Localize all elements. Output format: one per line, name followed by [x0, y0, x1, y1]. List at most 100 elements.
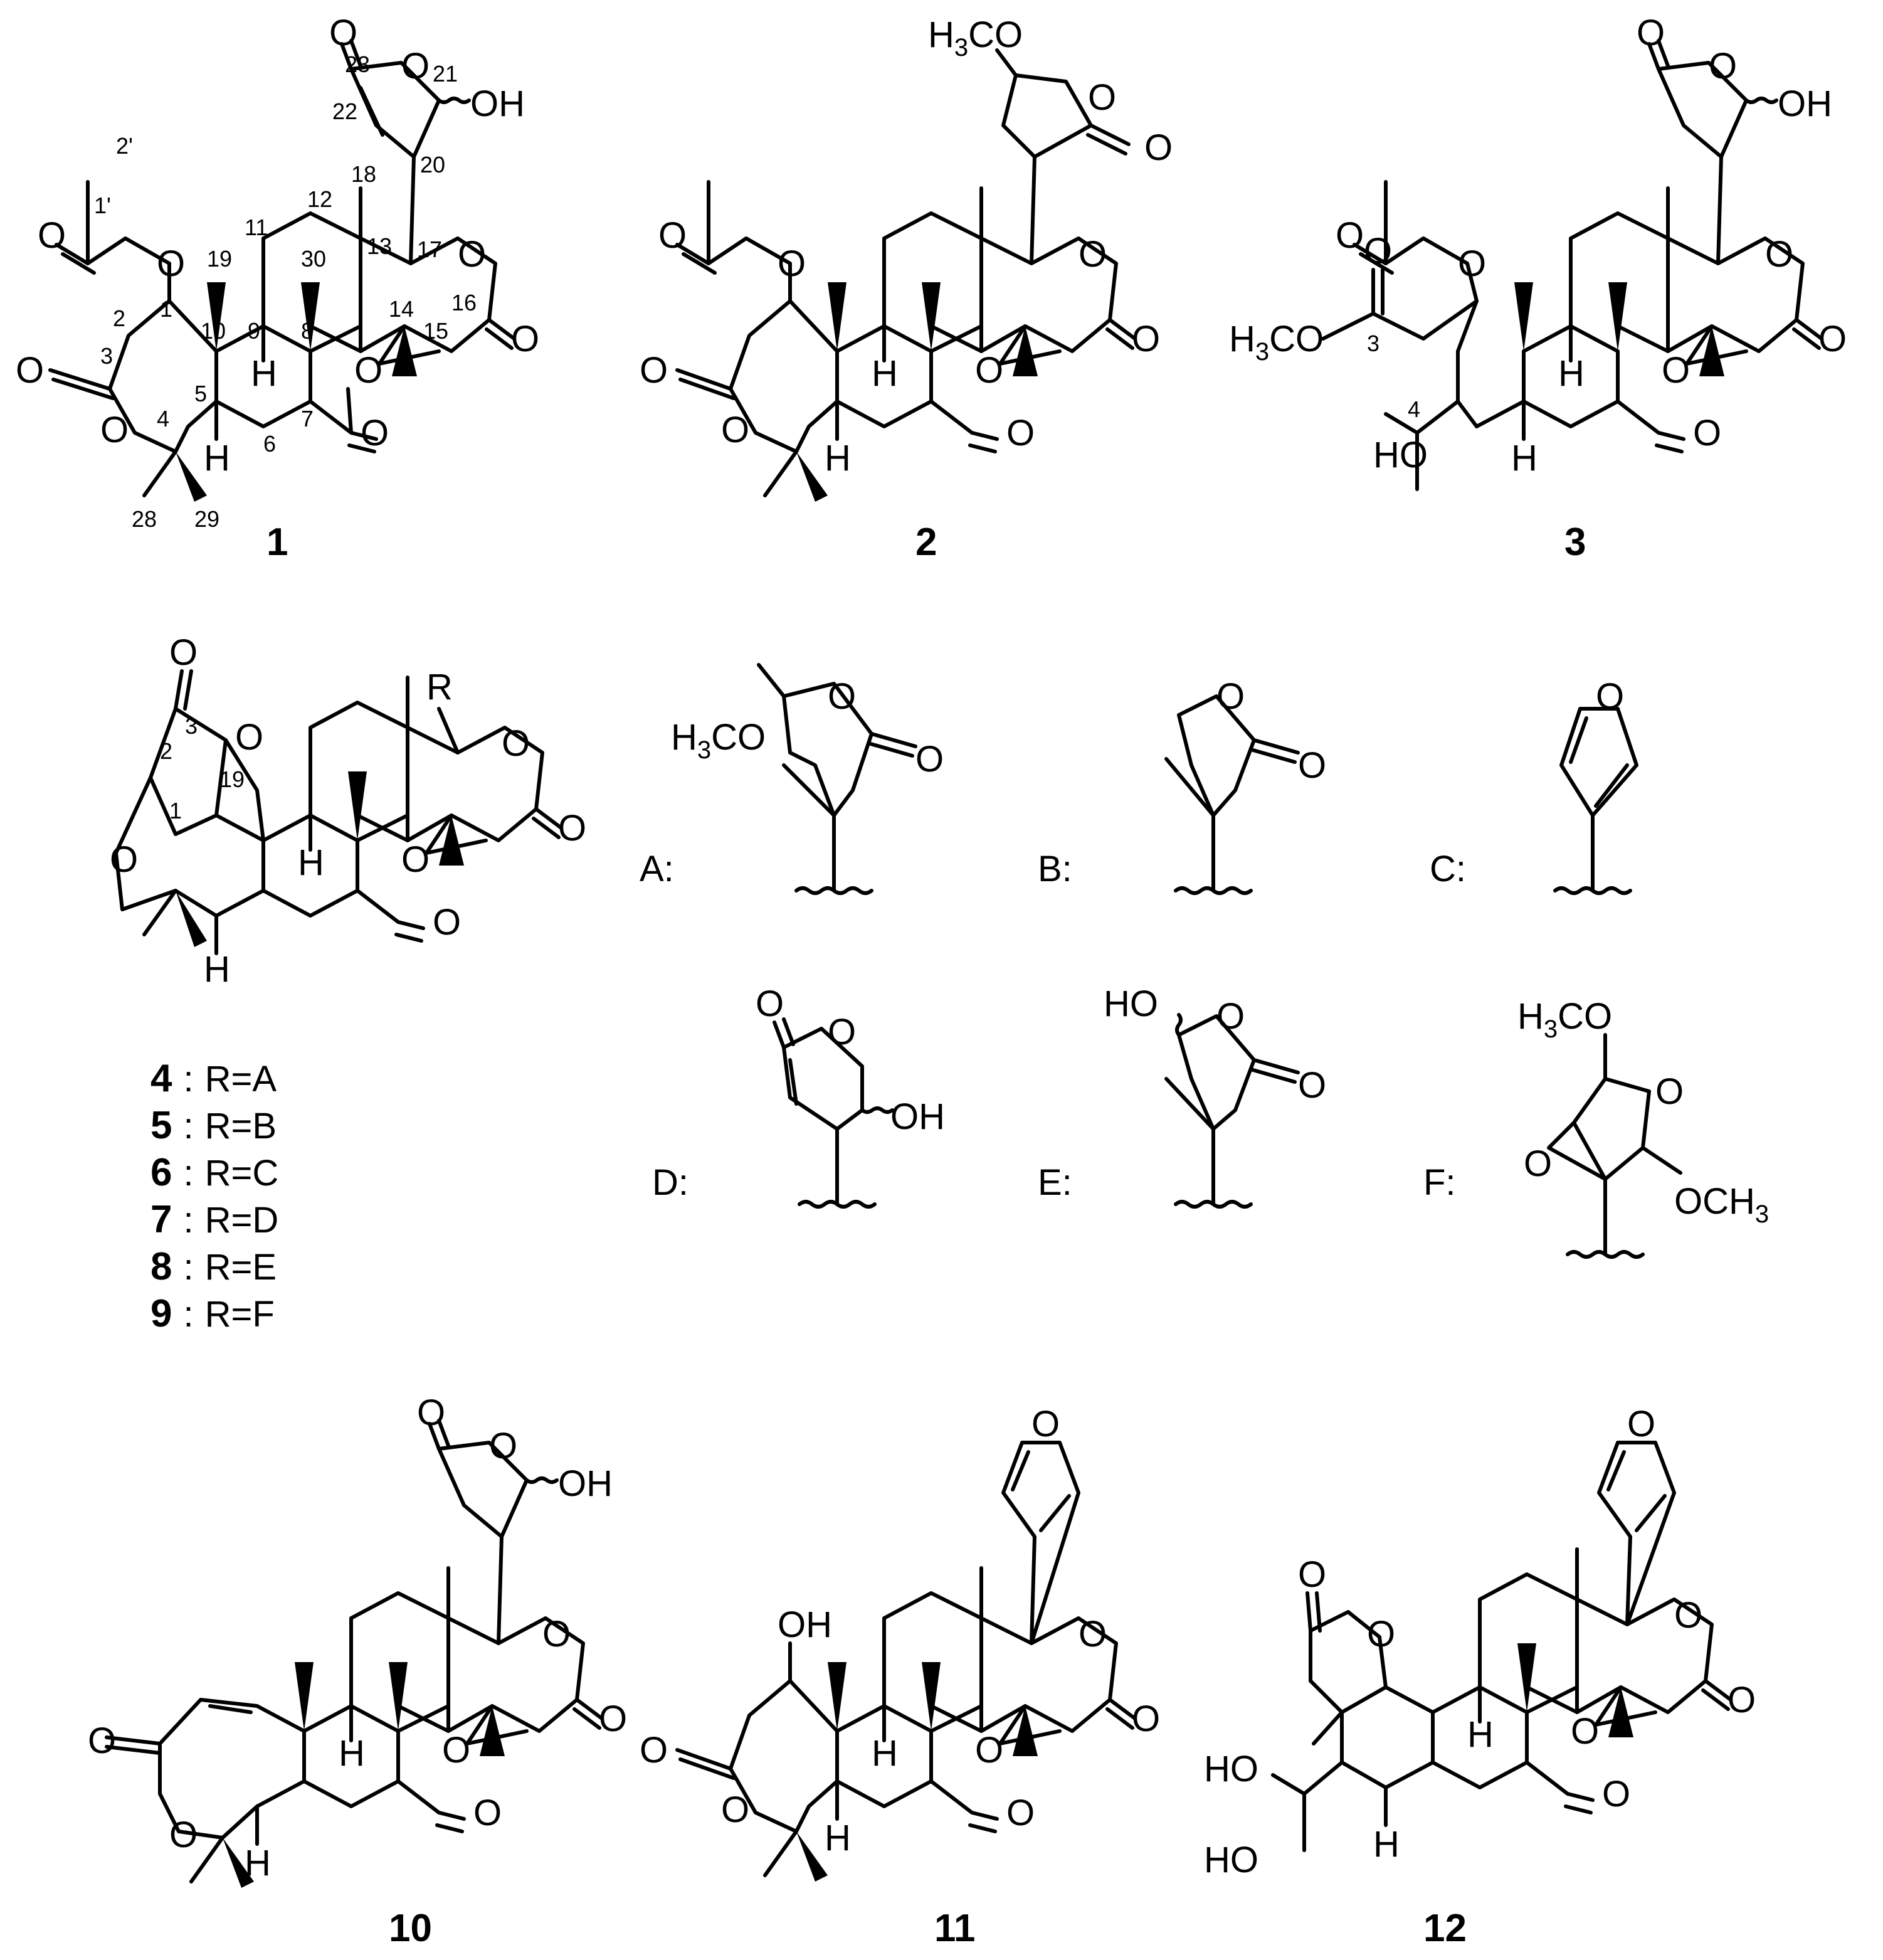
- c1-num-4: 4: [157, 406, 169, 432]
- c4-h-9: H: [298, 842, 324, 883]
- c2-o-ring: O: [1088, 77, 1116, 118]
- sub-f-o-epoxide: O: [1524, 1143, 1552, 1184]
- sub-f-o-ring: O: [1655, 1071, 1684, 1112]
- compound-11-label: 11: [934, 1907, 976, 1950]
- c11-o-3-carbonyl: O: [640, 1730, 668, 1771]
- c11-o-furan: O: [1031, 1404, 1060, 1444]
- c12-o-3-carbonyl: O: [1298, 1554, 1326, 1595]
- c12-o-ketone: O: [1602, 1774, 1630, 1814]
- c1-h-5: H: [204, 438, 230, 479]
- c1-o-epoxide: O: [354, 350, 382, 391]
- c2-o-ketone: O: [1006, 413, 1035, 453]
- c1-num-29: 29: [194, 506, 219, 532]
- series-row-8: 8:R=E: [150, 1245, 277, 1288]
- c2-h-5: H: [825, 438, 851, 479]
- substituent-e-structure: [1164, 1013, 1300, 1209]
- substituent-d-structure: [773, 1017, 894, 1209]
- c1-num-16: 16: [451, 290, 477, 315]
- sub-f-och3: OCH3: [1674, 1181, 1769, 1228]
- c3-o-acetyl: O: [1336, 215, 1364, 256]
- c3-ho-4: HO: [1373, 435, 1428, 475]
- c10-o-a-ring: O: [169, 1814, 198, 1855]
- c3-o-ester: O: [1458, 243, 1486, 284]
- c1-num-19: 19: [207, 246, 232, 272]
- c3-num-4: 4: [1408, 396, 1420, 422]
- sub-d-oh: OH: [890, 1096, 945, 1137]
- c1-o-16-carbonyl: O: [511, 319, 539, 359]
- c2-o-epoxide: O: [975, 350, 1003, 391]
- c3-num-3: 3: [1367, 331, 1379, 356]
- sub-b-o-carbonyl: O: [1298, 745, 1326, 786]
- series-row-6: 6:R=C: [150, 1151, 278, 1194]
- c10-o-16-carbonyl: O: [599, 1698, 627, 1739]
- c12-o-lactone: O: [1367, 1614, 1395, 1655]
- c1-num-2p: 2': [116, 133, 133, 159]
- c4-o-16-ring: O: [502, 723, 530, 764]
- c10-o-ring: O: [489, 1426, 517, 1466]
- substituent-f-structure: [1547, 1033, 1682, 1259]
- c1-num-3: 3: [100, 343, 113, 369]
- series-4-9-list: 4:R=A 5:R=B 6:R=C 7:R=D 8:R=E 9:R=F: [150, 1057, 278, 1335]
- c1-num-11: 11: [245, 215, 268, 240]
- c1-num-8: 8: [301, 318, 314, 344]
- c4-o-16-carbonyl: O: [558, 808, 586, 849]
- substituent-e-label: E:: [1038, 1162, 1072, 1203]
- c10-o-16-ring: O: [542, 1614, 571, 1655]
- c1-num-30: 30: [301, 246, 326, 272]
- c1-num-12: 12: [307, 186, 332, 212]
- c12-h-9: H: [1467, 1714, 1494, 1755]
- c10-o-epoxide: O: [442, 1730, 470, 1771]
- series-row-7: 7:R=D: [150, 1198, 278, 1241]
- substituent-f-label: F:: [1423, 1162, 1456, 1203]
- c1-num-22: 22: [332, 98, 357, 124]
- c1-num-17: 17: [417, 236, 442, 262]
- c3-h3co: H3CO: [1229, 319, 1324, 366]
- c4-o-lactone: O: [235, 717, 263, 758]
- c11-o-16-ring: O: [1079, 1614, 1107, 1655]
- c12-h-5: H: [1373, 1824, 1400, 1865]
- sub-e-o-ring: O: [1216, 996, 1245, 1037]
- c1-o-acetyl-carbonyl: O: [38, 215, 66, 256]
- c2-h-9: H: [872, 353, 898, 394]
- c12-o-furan: O: [1627, 1404, 1655, 1444]
- substituent-b-label: B:: [1038, 849, 1072, 889]
- c1-num-14: 14: [389, 296, 414, 322]
- sub-d-o-ring: O: [828, 1012, 856, 1052]
- substituent-b-structure: [1164, 694, 1300, 895]
- c4-r-group: R: [426, 667, 453, 707]
- c1-num-23: 23: [345, 51, 370, 77]
- compound-12-label: 12: [1423, 1907, 1467, 1950]
- c1-num-18: 18: [351, 161, 376, 187]
- c2-o-carbonyl: O: [1144, 127, 1173, 168]
- c1-num-5: 5: [194, 381, 207, 406]
- c2-o-a-ring: O: [721, 410, 749, 450]
- compound-10-label: 10: [389, 1907, 432, 1950]
- c4-num-1: 1: [169, 798, 182, 824]
- substituent-a-structure: [757, 663, 917, 895]
- c2-o-acetyl: O: [658, 215, 687, 256]
- c1-num-6: 6: [263, 431, 276, 457]
- c1-num-10: 10: [201, 318, 226, 344]
- compound-3-structure: [1321, 39, 1823, 491]
- compound-11-structure: [675, 1441, 1137, 1882]
- c2-o-3-carbonyl: O: [640, 350, 668, 391]
- c3-o-epoxide: O: [1662, 350, 1690, 391]
- c3-o-3-carbonyl: O: [1364, 231, 1392, 272]
- c3-o-16-carbonyl: O: [1818, 319, 1847, 359]
- c2-o-ester: O: [778, 243, 806, 284]
- sub-d-o-carbonyl: O: [756, 983, 784, 1024]
- c11-o-epoxide: O: [975, 1730, 1003, 1771]
- c4-num-3: 3: [185, 713, 198, 739]
- c1-num-13: 13: [367, 233, 392, 259]
- c3-h-9: H: [1558, 353, 1585, 394]
- c10-h-9: H: [339, 1733, 365, 1774]
- c2-o-16-carbonyl: O: [1132, 319, 1160, 359]
- c10-o-3-carbonyl: O: [88, 1720, 116, 1761]
- c11-h-9: H: [872, 1733, 898, 1774]
- c11-h-5: H: [825, 1818, 851, 1858]
- compound-1-label: 1: [266, 521, 288, 564]
- substituent-d-label: D:: [652, 1162, 688, 1203]
- c12-ho-4: HO: [1204, 1840, 1258, 1880]
- c1-num-28: 28: [132, 506, 157, 532]
- c1-oh-21: OH: [470, 83, 525, 124]
